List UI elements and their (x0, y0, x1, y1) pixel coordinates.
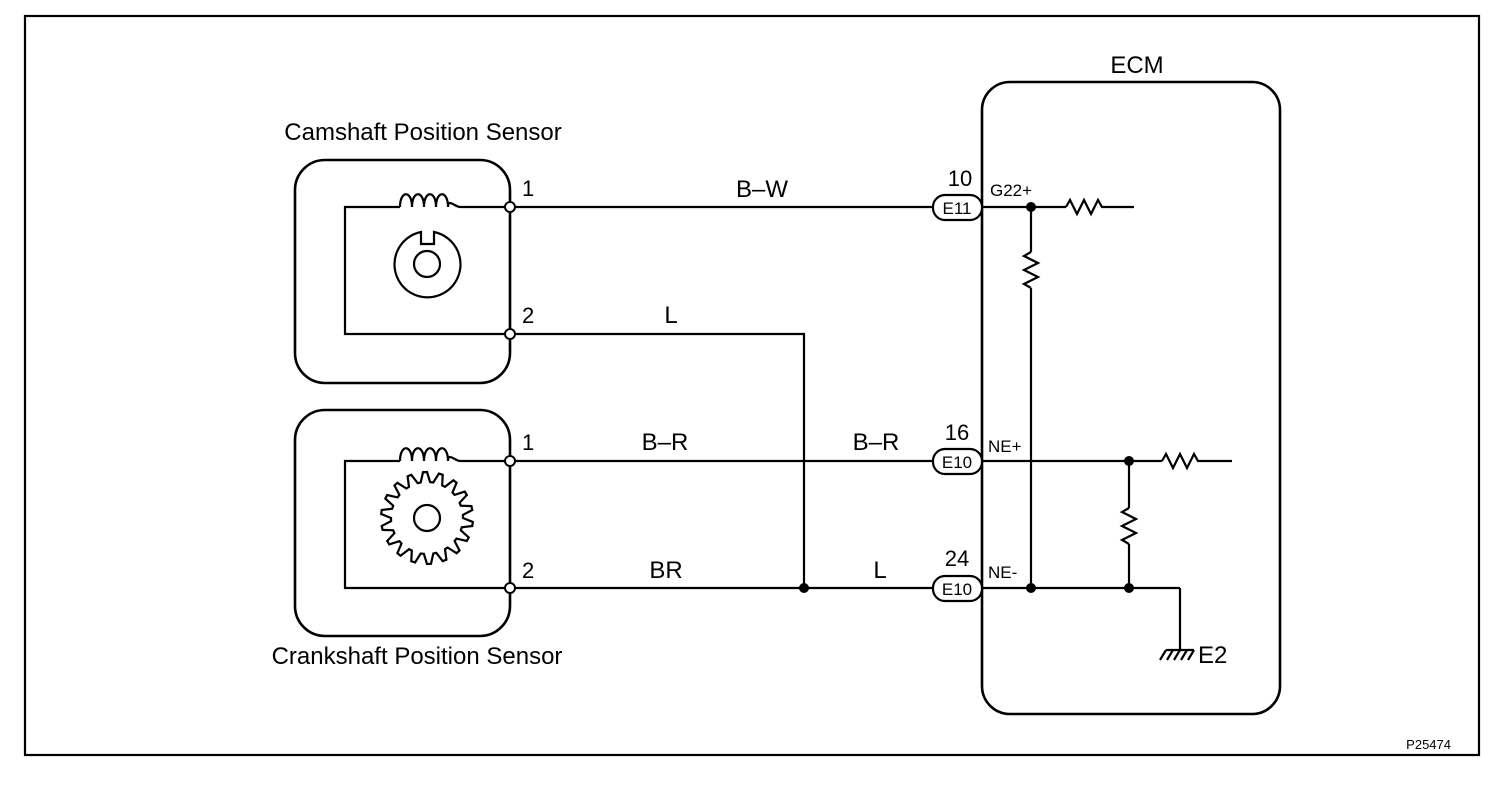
camshaft-sensor: Camshaft Position Sensor 1 2 (284, 119, 562, 385)
camshaft-hub-icon (412, 249, 442, 279)
ecm-unit: ECM E11 E10 E10 10 16 24 G22+ NE+ NE- E (931, 52, 1282, 716)
signal-ne-minus: NE- (988, 563, 1017, 582)
resistor-ne-series-icon (1161, 451, 1232, 471)
camshaft-terminal-1 (504, 201, 516, 213)
wire-color-b-r-right: B–R (853, 429, 900, 456)
crankshaft-gear-icon (380, 470, 474, 566)
ecm-pin-10: 10 (948, 166, 972, 191)
wire-cam-pin2 (515, 332, 806, 588)
crankshaft-sensor-title: Crankshaft Position Sensor (272, 643, 563, 670)
splice-dot (799, 583, 809, 593)
camshaft-sensor-box (293, 158, 512, 385)
crankshaft-terminal-2 (504, 582, 516, 594)
ground-icon (1159, 648, 1195, 661)
camshaft-wheel-icon (393, 230, 462, 299)
ground-label-e2: E2 (1198, 642, 1227, 669)
crankshaft-terminal-1 (504, 455, 516, 467)
connector-e11-label: E11 (943, 199, 972, 218)
diagram-frame (23, 14, 1481, 757)
resistor-g22-vertical-icon (1021, 251, 1041, 289)
connector-e10-label-2: E10 (942, 580, 972, 599)
crankshaft-coil-icon (398, 447, 461, 463)
figure-code: P25474 (1406, 737, 1451, 752)
wire-color-br: BR (649, 557, 682, 584)
camshaft-coil-icon (398, 193, 461, 209)
ecm-pin-16: 16 (945, 420, 969, 445)
wire-color-b-r-left: B–R (642, 429, 689, 456)
wire-color-b-w: B–W (736, 176, 788, 203)
camshaft-sensor-title: Camshaft Position Sensor (284, 119, 561, 146)
camshaft-sensor-internal-wire (343, 205, 510, 336)
wire-color-l-cam: L (664, 302, 677, 329)
signal-ne-plus: NE+ (988, 437, 1022, 456)
crankshaft-hub-icon (412, 503, 442, 533)
harness-wires: B–W L B–R B–R BR L (515, 176, 933, 593)
connector-e10-label-1: E10 (942, 453, 972, 472)
signal-g22-plus: G22+ (990, 181, 1032, 200)
crankshaft-sensor: 1 2 Crankshaft Position Sensor (272, 408, 563, 670)
crankshaft-pin2-label: 2 (522, 558, 534, 583)
wire-color-l-crank: L (873, 557, 886, 584)
ecm-pin-24: 24 (945, 546, 969, 571)
resistor-ne-vertical-icon (1119, 507, 1139, 545)
camshaft-pin2-label: 2 (522, 303, 534, 328)
crankshaft-sensor-box (293, 408, 512, 638)
ecm-title: ECM (1110, 52, 1163, 79)
crankshaft-pin1-label: 1 (522, 430, 534, 455)
camshaft-pin1-label: 1 (522, 176, 534, 201)
ecm-box (980, 80, 1282, 716)
crankshaft-sensor-internal-wire (343, 459, 510, 590)
node-ne-minus-2 (1124, 583, 1134, 593)
resistor-g22-series-icon (1065, 197, 1134, 217)
node-ne-minus-1 (1026, 583, 1036, 593)
node-g22 (1026, 202, 1036, 212)
camshaft-terminal-2 (504, 328, 516, 340)
